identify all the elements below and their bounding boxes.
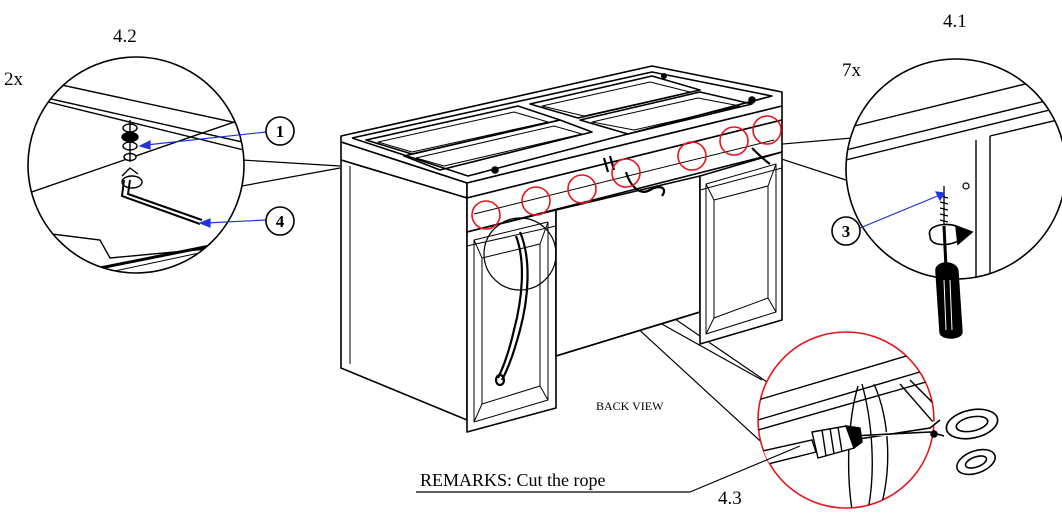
detail-label-4-1: 4.1 [943,11,967,32]
highlight-circles [471,115,782,230]
remarks-leader [416,445,801,493]
cabinet [340,65,783,433]
callout-4: 4 [265,206,295,236]
power-cord-icon [494,147,771,387]
callout-3-label: 3 [842,222,851,241]
callout-3: 3 [831,216,861,246]
rotate-arrow-icon [928,223,974,246]
quantity-label-right: 7x [842,60,862,81]
detail-label-4-2: 4.2 [113,26,137,47]
remarks-label: REMARKS: Cut the rope [420,470,606,490]
detail-marker-circle [483,217,557,291]
quantity-label-left: 2x [4,69,24,90]
detail-4-3 [757,331,999,509]
scissors-icon [851,408,999,476]
detail-label-4-3: 4.3 [718,488,742,509]
pointer-arrows [138,131,945,229]
callout-4-label: 4 [276,212,285,231]
callout-1: 1 [265,116,295,146]
screw-icon [939,186,949,226]
hex-key-icon [120,167,203,225]
washer-icon [121,120,139,162]
detail-4-2 [27,56,245,274]
detail-4-1 [845,58,1062,339]
view-name-label: BACK VIEW [596,399,664,413]
screwdriver-icon [935,225,963,339]
callout-1-label: 1 [276,122,285,141]
